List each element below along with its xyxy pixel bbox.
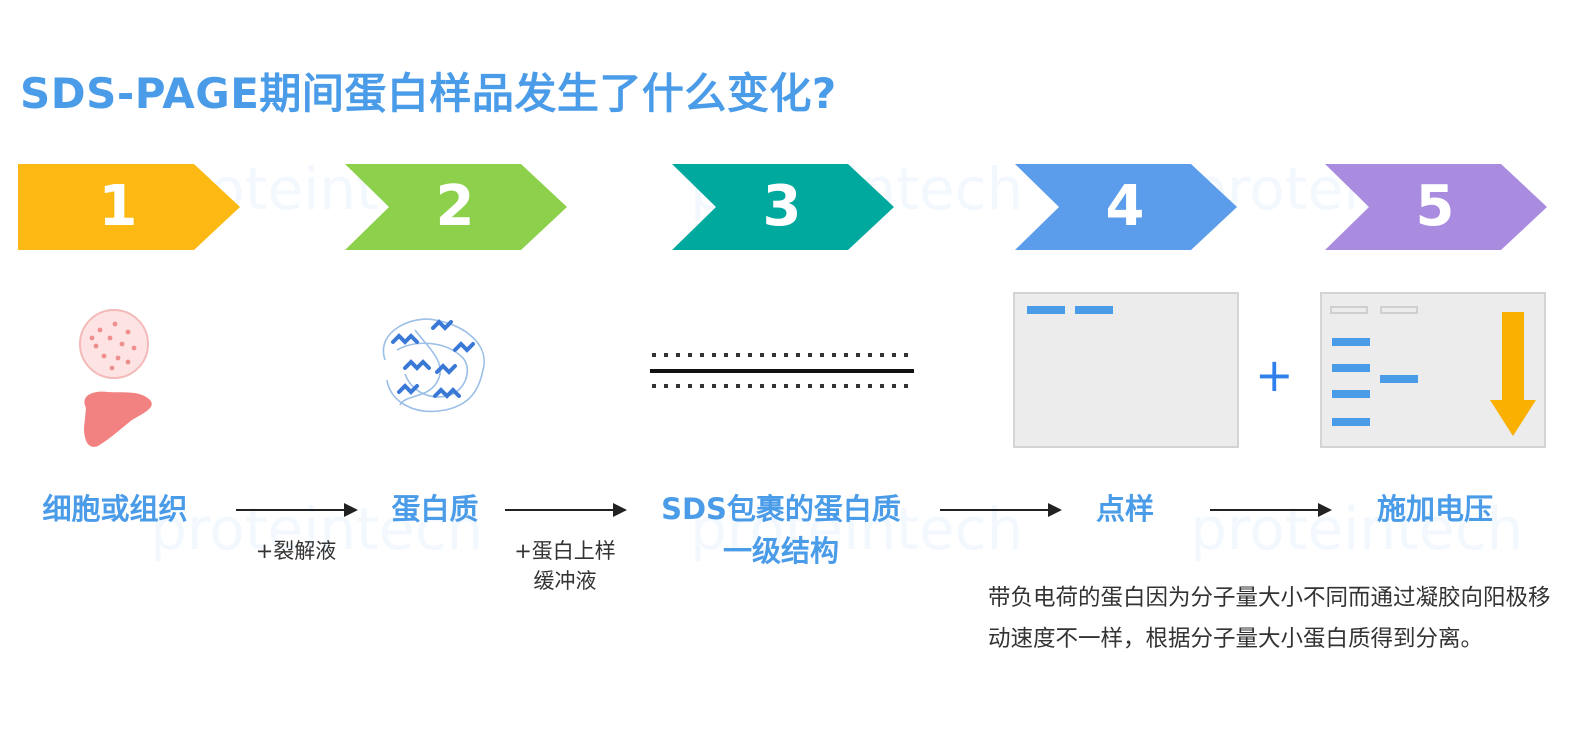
down-arrow-icon — [1490, 312, 1536, 436]
empty-well — [1380, 306, 1418, 314]
cell-icon — [79, 309, 149, 379]
liver-icon — [84, 391, 152, 447]
step-5-chevron: 5 — [1325, 164, 1547, 250]
step-2-chevron: 2 — [345, 164, 567, 250]
arrow-1-2 — [236, 503, 358, 517]
gel-loading-icon — [1013, 292, 1239, 448]
protein-band — [1332, 338, 1370, 346]
step-3-number: 3 — [762, 174, 802, 239]
step-1-number: 1 — [98, 174, 138, 239]
step-1-label: 细胞或组织 — [42, 492, 188, 526]
lysis-buffer-label: +裂解液 — [255, 539, 337, 563]
empty-well — [1330, 306, 1368, 314]
step-1-chevron-shape — [18, 164, 240, 250]
step-2-label: 蛋白质 — [391, 492, 479, 526]
step-3-chevron: 3 — [672, 164, 894, 250]
loading-buffer-label: +蛋白上样 缓冲液 — [495, 536, 635, 596]
protein-band — [1332, 364, 1370, 372]
step-3-label: SDS包裹的蛋白质 一级结构 — [636, 488, 926, 572]
step-4-chevron: 4 — [1015, 164, 1237, 250]
step-5-chevron-shape — [1325, 164, 1547, 250]
plus-sign: + — [1255, 348, 1294, 402]
step-4-number: 4 — [1105, 174, 1145, 239]
arrow-4-5 — [1210, 503, 1332, 517]
step-3-chevron-shape — [672, 164, 894, 250]
cell-and-liver-icon — [79, 309, 152, 447]
gel-electrophoresis-icon — [1320, 292, 1546, 448]
sample-band — [1027, 306, 1065, 314]
separation-description: 带负电荷的蛋白因为分子量大小不同而通过凝胶向阳极移动速度不一样，根据分子量大小蛋… — [988, 585, 1551, 652]
step-4-chevron-shape — [1015, 164, 1237, 250]
sample-band — [1075, 306, 1113, 314]
step-3-label-line-2: 一级结构 — [722, 534, 839, 568]
step-3-label-line-1: SDS包裹的蛋白质 — [661, 492, 901, 526]
step-5-label: 施加电压 — [1376, 492, 1493, 526]
arrow-3-4 — [940, 503, 1062, 517]
step-2-number: 2 — [435, 174, 475, 239]
page-title: SDS-PAGE期间蛋白样品发生了什么变化? — [20, 69, 837, 118]
arrow-2-3 — [505, 503, 627, 517]
folded-protein-icon — [382, 318, 485, 413]
step-5-number: 5 — [1415, 174, 1455, 239]
loading-buffer-label-line-1: +蛋白上样 — [514, 539, 616, 563]
step-4-label: 点样 — [1095, 492, 1154, 526]
step-1-chevron: 1 — [18, 164, 240, 250]
protein-band — [1332, 390, 1370, 398]
step-2-chevron-shape — [345, 164, 567, 250]
protein-band — [1380, 375, 1418, 383]
linear-polypeptide-icon — [650, 353, 914, 388]
loading-buffer-label-line-2: 缓冲液 — [533, 569, 597, 593]
protein-band — [1332, 418, 1370, 426]
